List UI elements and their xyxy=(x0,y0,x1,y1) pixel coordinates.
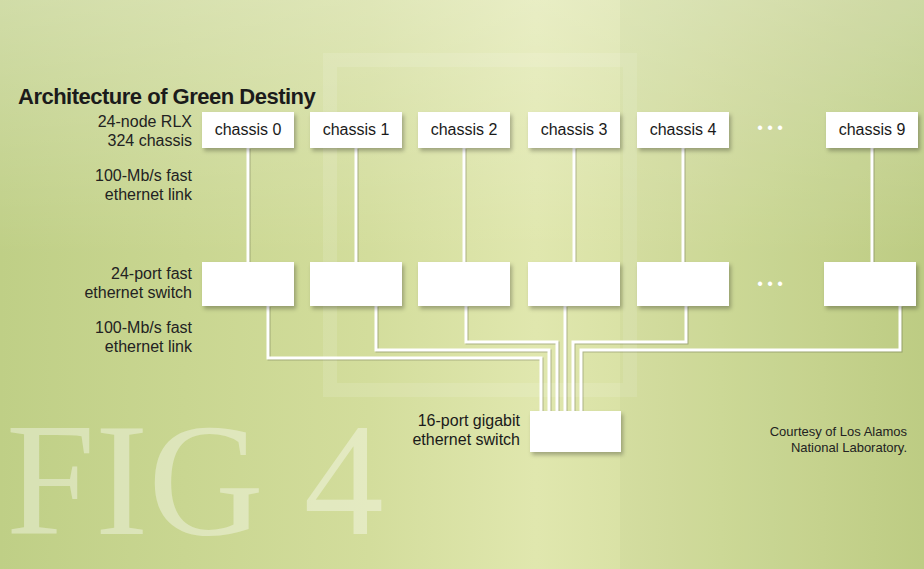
ellipsis: • • • xyxy=(740,118,800,137)
switch-box xyxy=(310,262,402,306)
ethernet-link xyxy=(268,306,541,411)
ethernet-link xyxy=(466,306,557,411)
box-label: chassis 9 xyxy=(839,121,906,139)
diagram-title: Architecture of Green Destiny xyxy=(18,84,315,110)
row-label: 24-port fast ethernet switch xyxy=(70,264,192,302)
switch-box xyxy=(824,262,916,306)
credit-note: Courtesy of Los Alamos National Laborato… xyxy=(735,424,907,456)
ellipsis: • • • xyxy=(740,274,800,293)
ethernet-link xyxy=(376,306,549,411)
ethernet-link xyxy=(564,306,567,411)
box-label: chassis 3 xyxy=(541,121,608,139)
watermark: FIG 4 xyxy=(6,400,426,560)
ethernet-link xyxy=(682,148,685,262)
switch-box xyxy=(528,262,620,306)
ethernet-link xyxy=(355,148,358,262)
chassis-box: chassis 9 xyxy=(826,112,918,148)
box-label: chassis 4 xyxy=(650,121,717,139)
box-label: chassis 1 xyxy=(323,121,390,139)
chassis-box: chassis 0 xyxy=(202,112,294,148)
ethernet-link xyxy=(573,306,686,411)
switch-box xyxy=(637,262,729,306)
background-shape xyxy=(620,0,924,569)
switch-label: 16-port gigabit ethernet switch xyxy=(380,411,520,449)
ethernet-link xyxy=(247,148,250,262)
chassis-box: chassis 3 xyxy=(528,112,620,148)
box-label: chassis 2 xyxy=(431,121,498,139)
chassis-box: chassis 2 xyxy=(418,112,510,148)
chassis-box: chassis 4 xyxy=(637,112,729,148)
gigabit-switch-box: 16-port gigabit ethernet switch xyxy=(530,411,621,452)
row-label: 100-Mb/s fast ethernet link xyxy=(70,166,192,204)
chassis-box: chassis 1 xyxy=(310,112,402,148)
switch-box xyxy=(418,262,510,306)
ethernet-link xyxy=(871,148,874,262)
row-label: 24-node RLX 324 chassis xyxy=(70,112,192,150)
ethernet-link xyxy=(573,148,576,262)
ethernet-link xyxy=(581,306,900,411)
switch-box xyxy=(202,262,294,306)
row-label: 100-Mb/s fast ethernet link xyxy=(70,318,192,356)
ethernet-link xyxy=(463,148,466,262)
box-label: chassis 0 xyxy=(215,121,282,139)
